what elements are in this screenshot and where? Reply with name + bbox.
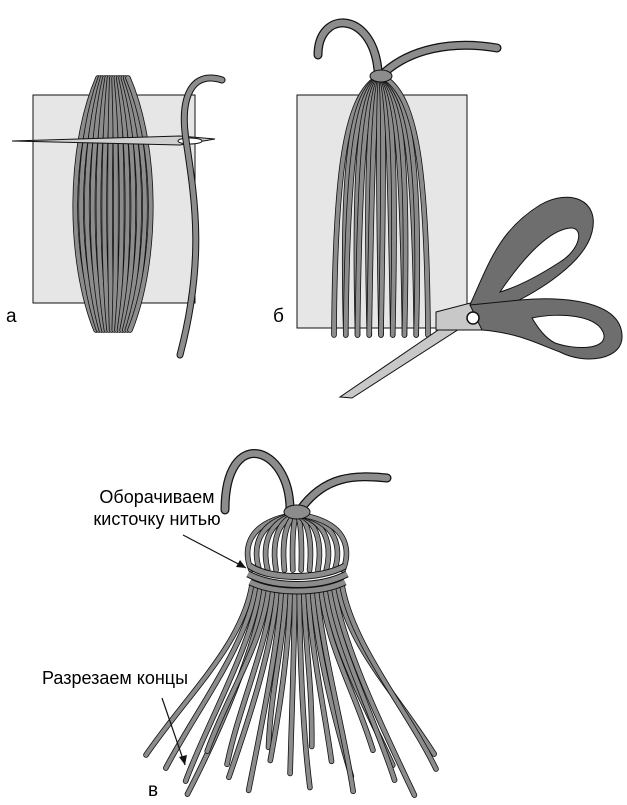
panel-label-b: б xyxy=(273,306,284,328)
tassel-head-strand xyxy=(297,515,301,570)
yarn-strand-a xyxy=(114,78,116,330)
leader-line-wrap xyxy=(183,535,246,568)
annotation-wrap-line1: Оборачиваем xyxy=(62,486,252,508)
hanging-loop-b xyxy=(318,23,497,72)
yarn-strand-a xyxy=(110,78,112,330)
panel-label-c: в xyxy=(148,780,158,802)
panel-label-a: а xyxy=(6,306,17,328)
tassel-strands-c xyxy=(146,585,436,795)
top-knot-b xyxy=(370,70,392,82)
top-knot-c xyxy=(284,505,310,519)
annotation-wrap-line2: кисточку нитью xyxy=(62,508,252,530)
panel-a xyxy=(12,78,222,355)
annotation-wrap: Оборачиваем кисточку нитью xyxy=(62,486,252,530)
tassel-head-c xyxy=(248,515,347,570)
panel-b xyxy=(297,23,622,398)
wrapped-binding xyxy=(248,566,347,591)
yarn-strand-b xyxy=(381,78,383,335)
tassel-head-strand xyxy=(293,515,297,570)
annotation-cut: Разрезаем концы xyxy=(42,667,188,689)
